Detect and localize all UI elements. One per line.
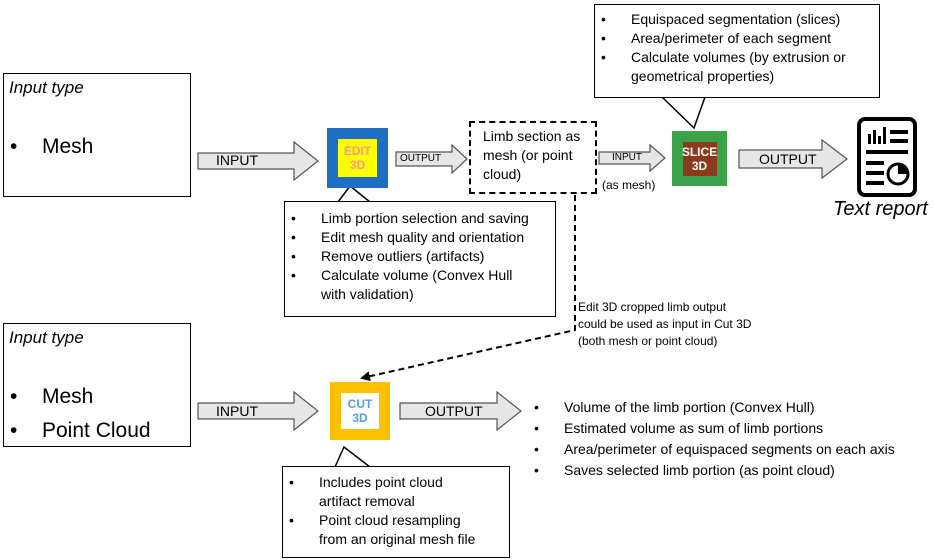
slice-callout: Equispaced segmentation (slices) Area/pe… [594, 4, 880, 98]
text-report-label: Text report [833, 198, 928, 220]
slice-feature-item: Equispaced segmentation (slices) [595, 10, 875, 29]
slice-feature-list: Equispaced segmentation (slices) Area/pe… [595, 10, 875, 86]
input-arrow-label: INPUT [612, 152, 642, 163]
input-type-list: Mesh Point Cloud [4, 380, 151, 448]
output-arrow-slice [738, 138, 848, 180]
cut-output-item: Saves selected limb portion (as point cl… [528, 460, 932, 481]
input-panel-title: Input type [9, 328, 84, 347]
cut-output-list: Volume of the limb portion (Convex Hull)… [528, 397, 932, 481]
slice-callout-tail [661, 96, 706, 130]
output-arrow-label: OUTPUT [400, 153, 442, 164]
edit-feature-list: Limb portion selection and saving Edit m… [285, 209, 553, 304]
edit-callout: Limb portion selection and saving Edit m… [284, 201, 556, 317]
input-arrow-label: INPUT [216, 152, 258, 168]
as-mesh-label: (as mesh) [602, 178, 656, 192]
slice-feature-item: Area/perimeter of each segment [595, 29, 875, 48]
edit-feature-item: Calculate volume (Convex Hull with valid… [285, 266, 553, 304]
cut-output-item: Estimated volume as sum of limb portions [528, 418, 932, 439]
limb-section-box: Limb section as mesh (or point cloud) [469, 121, 597, 194]
output-arrow-cut [399, 390, 522, 432]
input-type-item: Mesh [4, 380, 151, 414]
cut-output-item: Area/perimeter of equispaced segments on… [528, 439, 932, 460]
input-arrow-slice [598, 143, 666, 173]
edit3d-icon: EDIT 3D [327, 128, 388, 188]
slice3d-label: SLICE 3D [682, 141, 717, 176]
input-arrow-top [197, 140, 319, 182]
cut-callout-tail [334, 445, 371, 468]
cut3d-label: CUT 3D [341, 393, 379, 429]
input-panel-top: Input type Mesh [3, 73, 191, 197]
cut-feature-item: Point cloud resampling from an original … [283, 511, 507, 549]
edit3d-label: EDIT 3D [338, 139, 377, 177]
output-arrow-edit [395, 143, 468, 175]
input-arrow-label: INPUT [216, 403, 258, 419]
edit-feature-item: Remove outliers (artifacts) [285, 247, 553, 266]
input-type-list: Mesh [4, 130, 93, 164]
input-panel-bottom: Input type Mesh Point Cloud [3, 323, 191, 448]
dashed-connector-note: Edit 3D cropped limb output could be use… [578, 300, 752, 348]
dashed-connector [360, 195, 576, 382]
text-report-icon [857, 117, 917, 197]
output-arrow-label: OUTPUT [759, 151, 817, 167]
cut3d-icon: CUT 3D [330, 382, 390, 440]
input-arrow-cut [197, 390, 319, 432]
edit-callout-tail [337, 184, 371, 203]
edit-feature-item: Edit mesh quality and orientation [285, 228, 553, 247]
input-panel-title: Input type [9, 78, 84, 97]
output-arrow-label: OUTPUT [425, 403, 483, 419]
input-type-item: Mesh [4, 130, 93, 164]
cut-feature-item: Includes point cloud artifact removal [283, 473, 507, 511]
cut-output-item: Volume of the limb portion (Convex Hull) [528, 397, 932, 418]
cut-callout: Includes point cloud artifact removal Po… [282, 466, 510, 558]
input-type-item: Point Cloud [4, 414, 151, 448]
edit-feature-item: Limb portion selection and saving [285, 209, 553, 228]
slice3d-icon: SLICE 3D [672, 131, 727, 186]
slice-feature-item: Calculate volumes (by extrusion or geome… [595, 48, 875, 86]
cut-feature-list: Includes point cloud artifact removal Po… [283, 473, 507, 549]
